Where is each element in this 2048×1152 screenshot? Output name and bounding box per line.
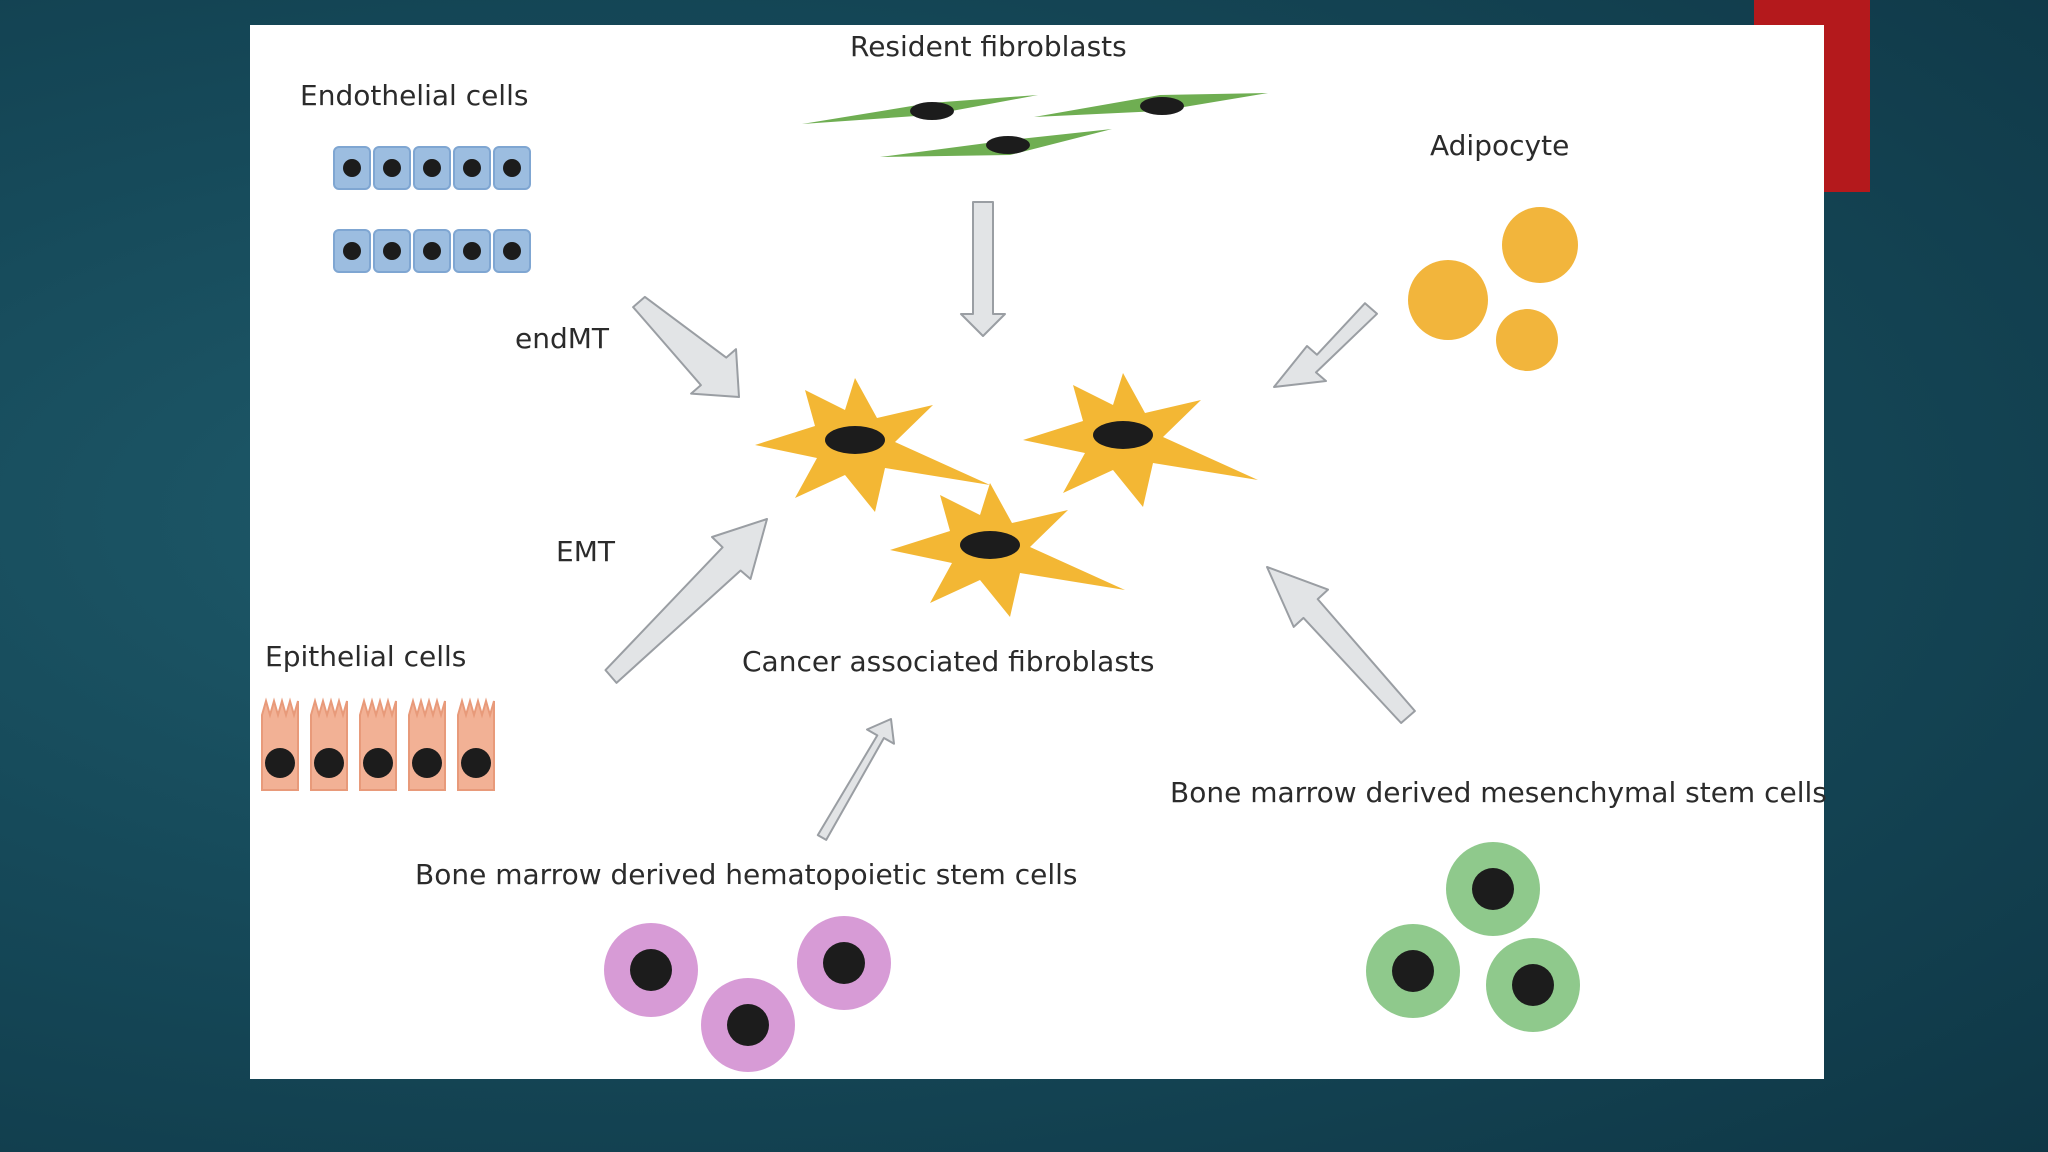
caf-cell-3 — [890, 483, 1125, 617]
arrow-endothelial — [632, 295, 740, 398]
label-resident-fibroblasts: Resident fibroblasts — [850, 30, 1127, 63]
arrow-adipocyte — [1273, 302, 1378, 388]
cancer-associated-fibroblasts — [755, 373, 1258, 617]
arrow-mesenchymal — [1266, 566, 1416, 724]
label-endmt: endMT — [515, 322, 610, 355]
label-epithelial-cells: Epithelial cells — [265, 640, 467, 673]
adipocytes — [1408, 207, 1578, 371]
endothelial-row-top — [333, 146, 531, 190]
endothelial-cells — [333, 146, 531, 273]
label-adipocyte: Adipocyte — [1430, 129, 1570, 162]
endothelial-row-bottom — [333, 229, 531, 273]
label-hematopoietic-stem-cells: Bone marrow derived hematopoietic stem c… — [415, 858, 1078, 891]
caf-cell-1 — [755, 378, 990, 512]
label-endothelial-cells: Endothelial cells — [300, 79, 529, 112]
resident-fibroblasts — [802, 93, 1268, 157]
arrow-resident — [960, 201, 1006, 337]
arrows — [604, 201, 1416, 841]
label-cancer-associated-fibroblasts: Cancer associated fibroblasts — [742, 645, 1155, 678]
epithelial-cells — [261, 697, 495, 791]
hematopoietic-stem-cells — [604, 916, 891, 1072]
caf-cell-2 — [1023, 373, 1258, 507]
label-mesenchymal-stem-cells: Bone marrow derived mesenchymal stem cel… — [1170, 776, 1827, 809]
label-emt: EMT — [556, 535, 615, 568]
mesenchymal-stem-cells — [1366, 842, 1580, 1032]
arrow-epithelial — [604, 518, 768, 684]
arrow-hematopoietic — [816, 718, 895, 841]
figure-panel: Endothelial cells Resident fibroblasts A… — [250, 25, 1827, 1079]
diagram-svg — [261, 93, 1580, 1072]
